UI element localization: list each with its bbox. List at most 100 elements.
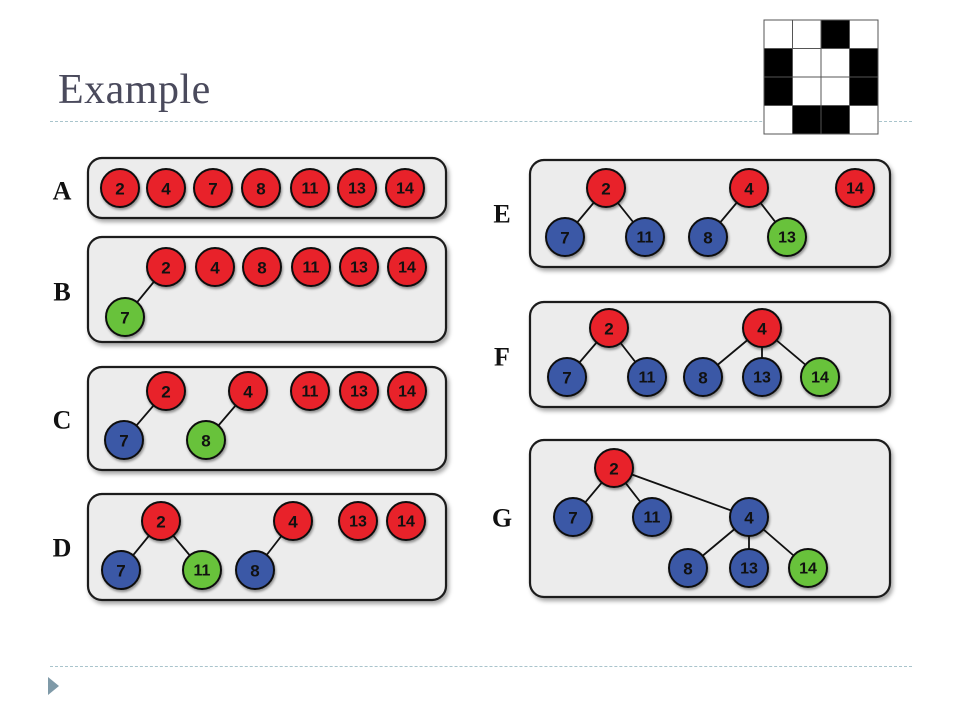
bullet-arrow-icon [48,677,59,695]
node-value: 13 [350,260,368,277]
node-circle [625,217,665,257]
node-value: 14 [846,181,864,198]
node-value: 14 [398,260,416,277]
node-circle [242,247,282,287]
node-circle [338,501,378,541]
heap-node: 14 [800,357,840,397]
heap-node: 14 [835,168,875,208]
node-circle [141,501,181,541]
heap-node: 13 [337,168,377,208]
node-circle [104,420,144,460]
node-circle [729,497,769,537]
heap-node: 13 [742,357,782,397]
node-value: 4 [161,180,171,199]
node-value: 11 [303,260,320,277]
heap-node: 11 [182,550,222,590]
heap-node: 14 [387,371,427,411]
node-value: 13 [740,561,758,578]
node-value: 8 [201,432,210,451]
panel-label: D [53,534,72,563]
heap-node: 11 [625,217,665,257]
heap-node: 7 [545,217,585,257]
grid-cell [763,76,793,106]
panel-label: B [53,278,70,307]
panel-label: F [494,343,510,372]
heap-node: 7 [105,297,145,337]
grid-cell [792,19,822,49]
node-value: 7 [116,562,125,581]
heap-node: 13 [339,371,379,411]
node-circle [387,371,427,411]
node-circle [235,550,275,590]
grid-cell [849,19,879,49]
node-circle [553,497,593,537]
node-value: 4 [757,320,767,339]
node-value: 14 [811,370,829,387]
heap-node: 14 [386,501,426,541]
panel-label: E [493,200,510,229]
heap-node: 13 [338,501,378,541]
node-circle [589,308,629,348]
node-circle [767,217,807,257]
node-value: 2 [161,259,170,278]
node-value: 8 [250,562,259,581]
grid-cell [792,76,822,106]
heap-node: 7 [104,420,144,460]
heap-node: 2 [100,168,140,208]
node-value: 13 [753,370,771,387]
heap-node: 11 [290,371,330,411]
heap-node: 2 [141,501,181,541]
heap-node: 11 [627,357,667,397]
heap-node: 8 [235,550,275,590]
node-circle [742,357,782,397]
node-circle [228,371,268,411]
node-value: 2 [601,180,610,199]
node-value: 11 [302,384,319,401]
node-value: 8 [703,229,712,248]
node-circle [290,168,330,208]
node-circle [337,168,377,208]
node-circle [632,497,672,537]
grid-cell [792,105,822,135]
node-value: 11 [194,563,211,580]
grid-cell [849,105,879,135]
heap-node: 8 [683,357,723,397]
node-circle [105,297,145,337]
heap-node: 13 [767,217,807,257]
heap-node: 4 [146,168,186,208]
node-value: 8 [256,180,265,199]
node-circle [627,357,667,397]
node-circle [742,308,782,348]
node-circle [547,357,587,397]
heap-node: 4 [729,497,769,537]
heap-node: 7 [193,168,233,208]
node-value: 11 [302,181,319,198]
grid-cell [849,76,879,106]
node-circle [195,247,235,287]
node-circle [186,420,226,460]
heap-node: 11 [632,497,672,537]
heap-node: 11 [291,247,331,287]
node-value: 4 [243,383,253,402]
footer-divider [50,666,912,667]
node-circle [339,247,379,287]
heap-node: 7 [553,497,593,537]
node-value: 8 [683,560,692,579]
node-value: 13 [350,384,368,401]
heap-node: 7 [101,550,141,590]
heap-node: 8 [186,420,226,460]
grid-cell [820,48,850,78]
node-circle [146,168,186,208]
node-circle [386,501,426,541]
heap-node: 2 [146,371,186,411]
heap-node: 7 [547,357,587,397]
grid-cell [792,48,822,78]
node-value: 8 [698,369,707,388]
heap-node: 14 [385,168,425,208]
node-value: 13 [349,514,367,531]
